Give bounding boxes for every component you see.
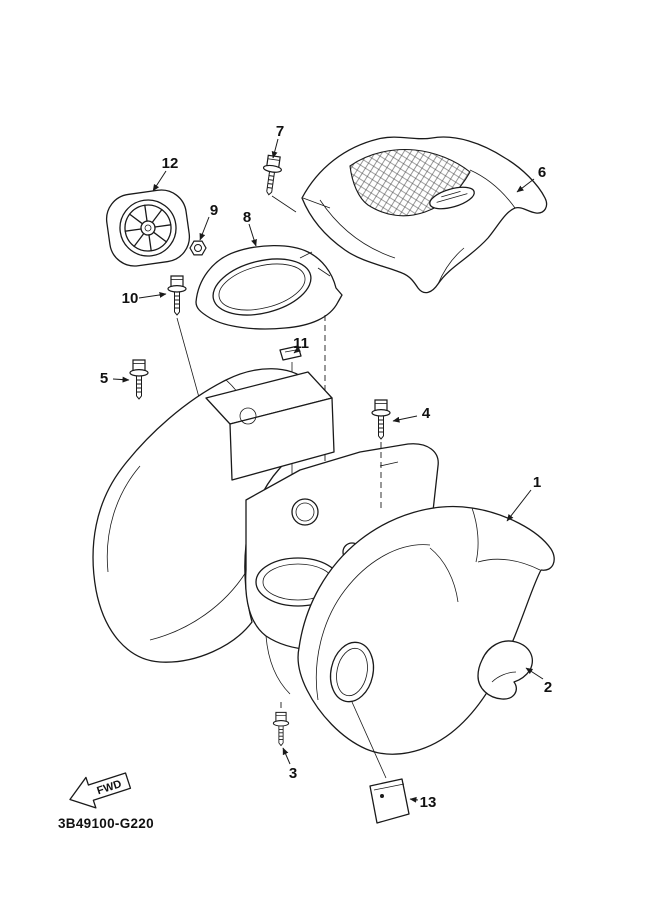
- diagram-code: 3B49100-G220: [58, 816, 154, 831]
- cap-spokes: [124, 204, 172, 252]
- fwd-arrow: FWD: [69, 772, 132, 809]
- leader-11: [293, 346, 301, 354]
- part-9-nut: [189, 240, 207, 256]
- callout-5: 5: [100, 370, 108, 387]
- callout-leader-lines: [112, 138, 544, 803]
- badge-detail-lines: [436, 191, 468, 203]
- console-latch: [239, 407, 257, 425]
- callout-labels: 1 2 3 4 5 6 7 8 9 10 11 12 13: [100, 123, 552, 811]
- leader-4: [392, 415, 418, 423]
- callout-7: 7: [276, 123, 284, 140]
- slot-inner: [336, 647, 368, 697]
- rear-fender-creases: [429, 507, 541, 603]
- part-13-label: [351, 701, 410, 824]
- callout-9: 9: [210, 202, 218, 219]
- callout-3: 3: [289, 765, 297, 782]
- callout-12: 12: [162, 155, 179, 172]
- lid-seal-ring: [212, 258, 312, 316]
- main-fender-console: [205, 371, 335, 481]
- lid-details: [299, 251, 331, 277]
- cap-hub-center: [144, 224, 152, 232]
- label-fold: [373, 783, 405, 791]
- cap-outer: [105, 189, 191, 267]
- slot-outer: [329, 641, 375, 703]
- part-3-bolt: [272, 711, 290, 747]
- rack-badge: [429, 186, 475, 210]
- label-dot: [380, 794, 384, 798]
- deck-rib-lines: [265, 461, 399, 695]
- label-axis-line: [351, 701, 387, 779]
- deck-fuel-opening-rim: [295, 502, 315, 522]
- leader-3: [282, 747, 291, 765]
- leader-7: [271, 138, 279, 159]
- fwd-arrow-shape: [69, 772, 132, 809]
- rack-crease-lines: [302, 169, 516, 285]
- callout-10: 10: [122, 290, 139, 307]
- part-5-bolt: [129, 359, 149, 400]
- callout-2: 2: [544, 679, 552, 696]
- part-6-rack-panel: [301, 136, 548, 294]
- callout-11: 11: [293, 335, 309, 352]
- deck-fuel-opening: [291, 498, 319, 526]
- leader-5: [112, 376, 130, 383]
- callout-4: 4: [422, 405, 431, 422]
- part-8-lid: [195, 245, 343, 330]
- seal-outer: [212, 258, 312, 316]
- leader-13: [409, 796, 419, 803]
- callout-13: 13: [420, 794, 437, 811]
- flap-outline: [477, 640, 533, 700]
- rear-fender-slot: [329, 641, 375, 703]
- seal-inner: [218, 263, 306, 311]
- part-7-bolt: [259, 154, 284, 197]
- leader-8: [248, 223, 257, 247]
- rear-fender-arch: [315, 544, 431, 701]
- leader-2: [525, 667, 544, 680]
- assembly-axis-bolt7: [271, 195, 297, 213]
- leader-6: [516, 178, 535, 193]
- part-12-cap: [105, 189, 191, 267]
- part-10-bolt: [167, 275, 187, 316]
- label-outline: [369, 778, 410, 824]
- leader-12: [152, 170, 167, 192]
- rear-fender-outline: [297, 505, 555, 755]
- part-4-bolt: [371, 399, 391, 440]
- part-1-rear-fender: [297, 505, 555, 755]
- leader-10: [138, 291, 167, 299]
- callout-1: 1: [533, 474, 541, 491]
- callout-8: 8: [243, 209, 251, 226]
- flap-detail: [491, 671, 517, 683]
- callout-6: 6: [538, 164, 546, 181]
- lid-outline: [195, 245, 343, 330]
- leader-1: [506, 489, 532, 522]
- part-2-flap: [477, 640, 533, 700]
- leader-9: [199, 216, 210, 241]
- cap-ring-outer: [119, 199, 177, 257]
